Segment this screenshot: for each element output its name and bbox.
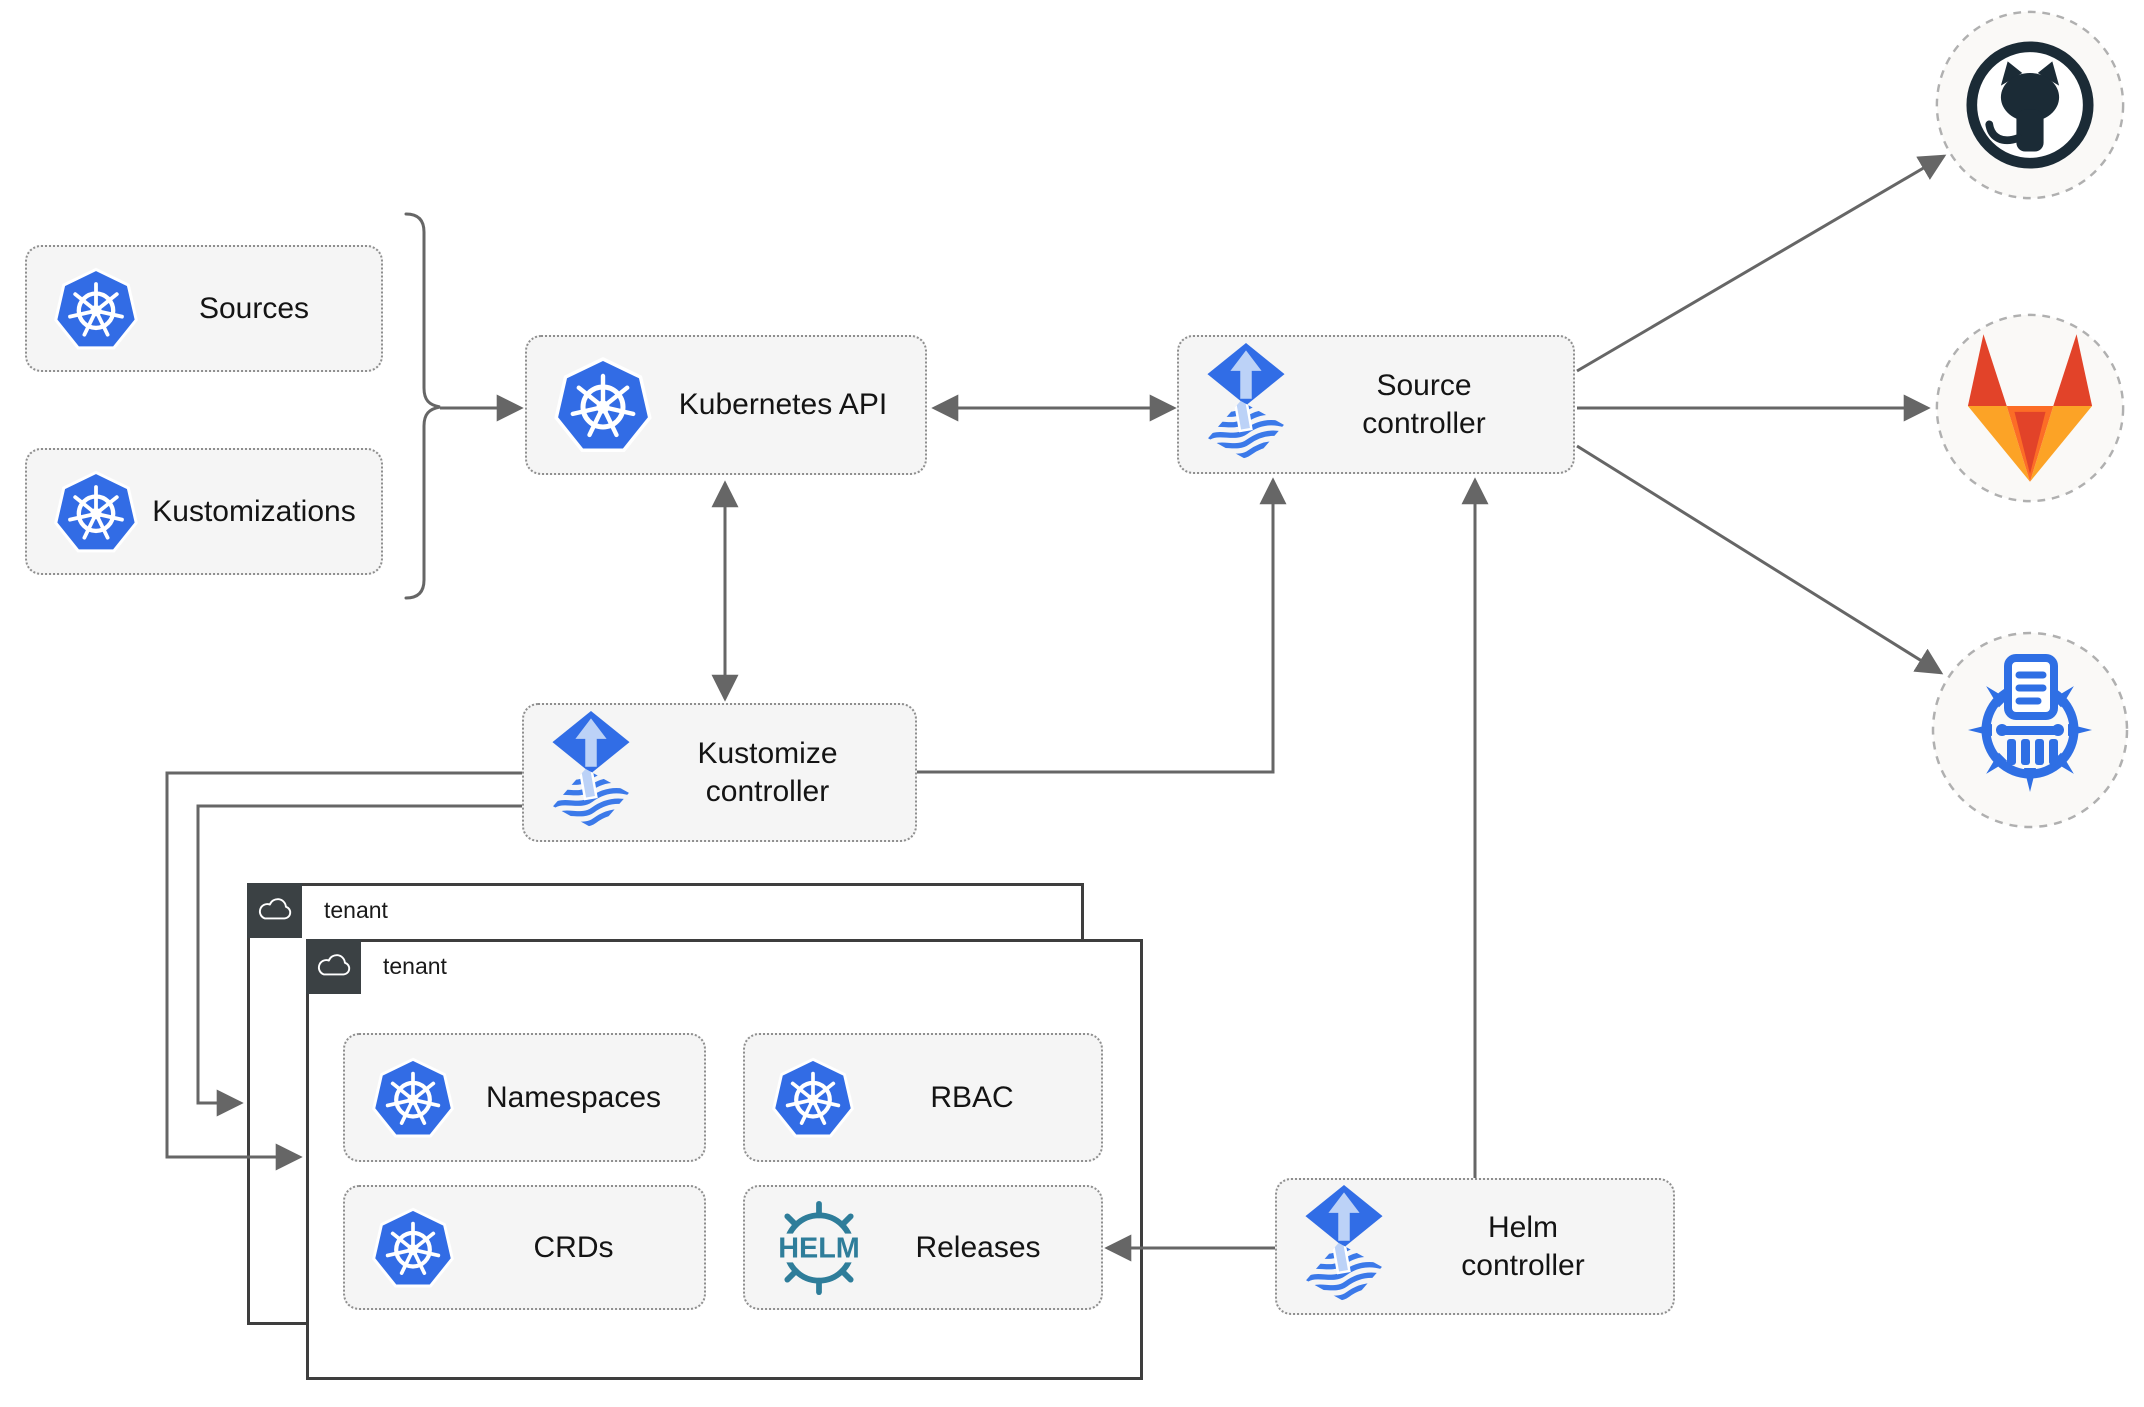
node-kustomizations: Kustomizations [25,448,383,575]
kubernetes-icon [53,469,139,555]
node-releases: HELM Releases [743,1185,1103,1310]
brace-sources-group [404,212,441,600]
node-helm-controller: Helm controller [1275,1178,1675,1315]
node-label: Namespaces [485,1080,662,1114]
github-octocat-icon [1935,10,2125,200]
node-label: CRDs [533,1230,614,1264]
helm-repository-wheel-icon [1931,631,2129,829]
node-kubernetes-api: Kubernetes API [525,335,927,475]
cloud-icon [256,897,294,924]
tenant-label: tenant [383,953,447,979]
node-label: Kubernetes API [678,388,888,422]
node-label: Sources [198,291,310,325]
flux-icon [1303,1185,1385,1308]
flux-icon [550,711,632,834]
node-label: Kustomizations [152,494,356,528]
node-label: Source controller [1362,369,1486,440]
node-crds: CRDs [343,1185,706,1310]
gitlab-fox-icon [1935,313,2125,503]
node-source-controller: Source controller [1177,335,1575,474]
arrow-kustomize-to-source-controller [917,477,1287,774]
kubernetes-icon [371,1056,455,1140]
arrow-source-to-github [1576,154,1947,373]
node-kustomize-controller: Kustomize controller [522,703,917,842]
github-circle [1933,8,2127,202]
arrow-source-to-helm-repository [1576,444,1944,675]
kubernetes-icon [53,266,139,352]
tenant-badge [247,883,302,938]
kubernetes-icon [371,1206,455,1290]
node-label: RBAC [930,1080,1014,1114]
node-label: Helm controller [1461,1211,1585,1282]
node-label: Releases [915,1230,1041,1264]
kubernetes-icon [553,355,653,455]
helm-repository-circle [1930,630,2130,830]
cloud-icon [315,953,353,980]
flux-icon [1205,343,1287,466]
kubernetes-icon [771,1056,855,1140]
node-label: Kustomize controller [697,737,838,808]
node-rbac: RBAC [743,1033,1103,1162]
helm-wordmark: HELM [778,1232,860,1264]
gitlab-circle [1933,311,2127,505]
tenant-badge [306,939,361,994]
node-sources: Sources [25,245,383,372]
node-namespaces: Namespaces [343,1033,706,1162]
tenant-label: tenant [324,897,388,923]
helm-icon: HELM [771,1200,867,1296]
